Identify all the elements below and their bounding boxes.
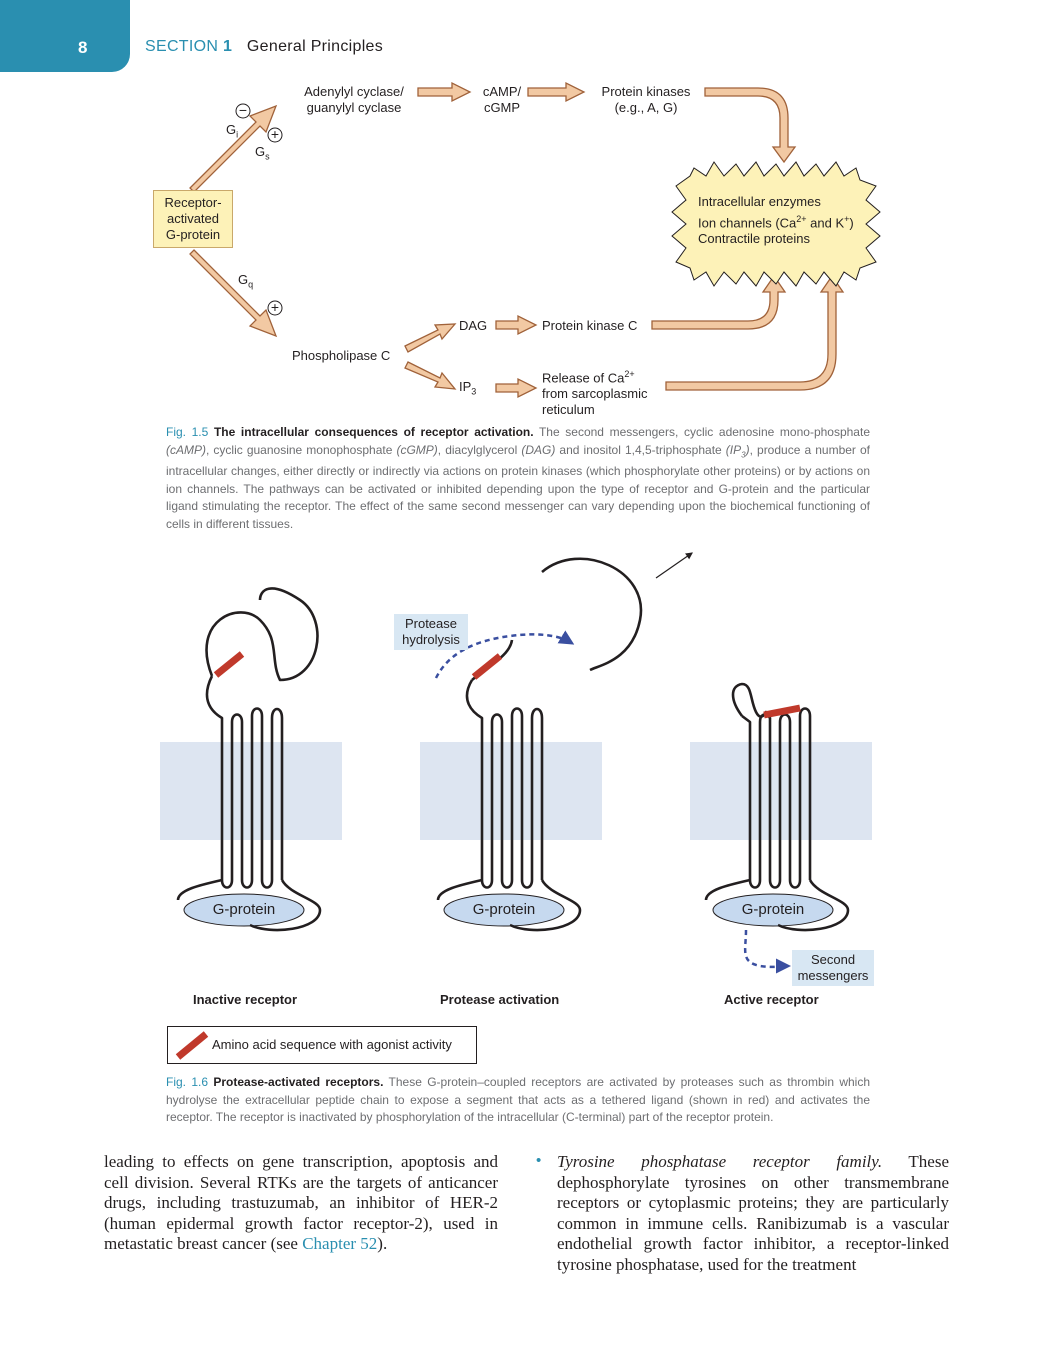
arrow-gs-to-cyclase [189, 104, 278, 193]
inactive-receptor-label: Inactive receptor [193, 992, 298, 1007]
arrow-ip3-to-release [495, 377, 538, 399]
sign-circles [235, 103, 283, 316]
arrow-dag-to-pkc [495, 314, 538, 336]
arrow-pk-to-targets [704, 87, 797, 164]
arrow-release-to-targets [665, 274, 845, 391]
gi-label: Gi [226, 122, 239, 140]
dag-label: DAG [459, 318, 488, 333]
arrow-gq-to-plc [189, 249, 278, 338]
receptor-g-protein-box: Receptor- activated G-protein [153, 190, 233, 248]
targets-starburst [671, 161, 881, 287]
gs-label: Gs [255, 144, 270, 162]
page-number: 8 [78, 38, 88, 57]
active-receptor-label: Active receptor [724, 992, 819, 1007]
arrow-cyclase-to-camp [417, 81, 472, 103]
phospholipase-c-label: Phospholipase C [292, 348, 391, 363]
legend-red-swatch [175, 1031, 209, 1060]
minus-sign: − [238, 102, 248, 118]
figure-1-5-caption: Fig. 1.5 The intracellular consequences … [166, 425, 871, 531]
g-protein-ovals [183, 893, 834, 927]
receptor-protease [434, 552, 693, 932]
release-ca-label: Release of Ca2+ from sarcoplasmic reticu… [542, 369, 648, 418]
running-header: SECTION 1 General Principles [145, 38, 383, 56]
plus-sign-gq: + [270, 299, 280, 315]
g-protein-label-2: G-protein [472, 901, 536, 918]
arrow-plc-to-ip3 [404, 361, 457, 390]
page-number-tab [0, 0, 130, 72]
plus-sign-gs: + [270, 126, 280, 142]
protein-kinases-label: Protein kinases(e.g., A, G) [601, 84, 691, 115]
membranes [160, 738, 872, 844]
arrow-camp-to-pk [527, 81, 586, 103]
adenylyl-cyclase-label: Adenylyl cyclase/guanylyl cyclase [304, 84, 404, 115]
ip3-label: IP3 [459, 379, 477, 397]
section-label: SECTION [145, 38, 219, 55]
figure-1-6-caption: Fig. 1.6 Protease-activated receptors. T… [166, 1075, 870, 1124]
g-protein-label-3: G-protein [741, 901, 805, 918]
arrow-plc-to-dag [404, 323, 457, 353]
section-title: General Principles [246, 38, 384, 55]
chapter-52-link[interactable]: Chapter 52 [302, 1234, 378, 1254]
legend-box: Amino acid sequence with agonist activit… [167, 1026, 477, 1064]
bullet-point: • [536, 1152, 542, 1169]
arrow-pkc-to-targets [651, 274, 787, 330]
protein-kinase-c-label: Protein kinase C [542, 318, 638, 333]
receptor-active [704, 682, 850, 974]
pathway-arrows [189, 81, 845, 399]
legend-text: Amino acid sequence with agonist activit… [212, 1037, 452, 1052]
protease-activation-label: Protease activation [440, 992, 560, 1007]
targets-label: Intracellular enzymes Ion channels (Ca2+… [698, 194, 854, 247]
section-number: 1 [222, 38, 233, 55]
receptor-inactive [176, 587, 322, 932]
camp-cgmp-label: cAMP/cGMP [482, 84, 522, 115]
body-column-left: leading to effects on gene transcription… [104, 1152, 498, 1254]
body-column-right: Tyrosine phosphatase receptor family. Th… [557, 1152, 949, 1274]
g-protein-label-1: G-protein [212, 901, 276, 918]
gq-label: Gq [238, 272, 254, 290]
